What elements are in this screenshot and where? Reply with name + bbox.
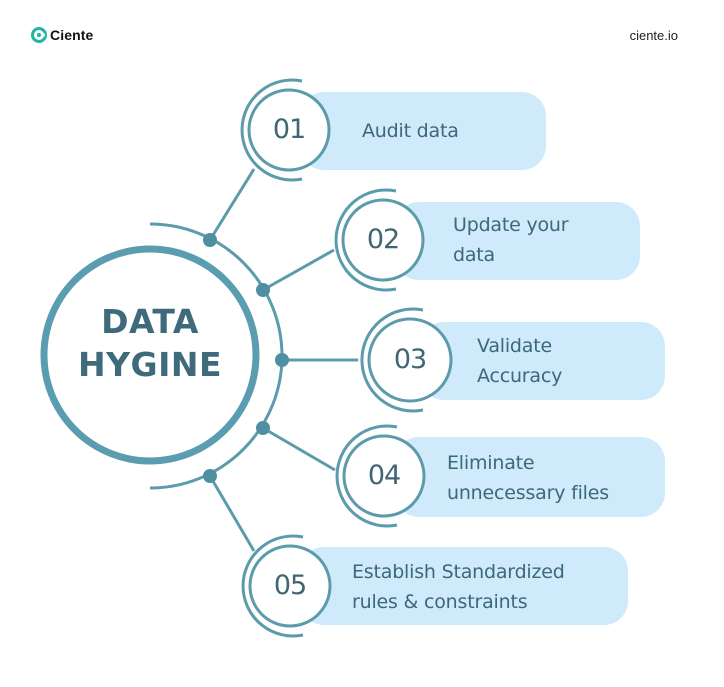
dot-04 bbox=[256, 421, 270, 435]
step-04-outer-ring bbox=[335, 424, 398, 528]
dot-02 bbox=[256, 283, 270, 297]
connector-01 bbox=[208, 168, 256, 241]
step-05-label: Establish Standardized rules & constrain… bbox=[352, 557, 565, 617]
step-01-label: Audit data bbox=[362, 116, 459, 146]
step-01-outer-ring bbox=[240, 78, 303, 182]
step-05-label-line2: rules & constraints bbox=[352, 591, 528, 613]
step-03-outer-ring bbox=[360, 307, 424, 413]
step-03-label-line1: Validate bbox=[477, 335, 552, 357]
step-04-number: 04 bbox=[367, 460, 401, 491]
hub-title-line2: HYGINE bbox=[77, 345, 223, 384]
dot-01 bbox=[203, 233, 217, 247]
step-05-pill bbox=[300, 547, 628, 625]
step-02-pill bbox=[395, 202, 640, 280]
step-02-number: 02 bbox=[366, 224, 400, 255]
step-03-number: 03 bbox=[393, 344, 427, 375]
dot-03 bbox=[275, 353, 289, 367]
step-01-inner-ring bbox=[247, 88, 331, 172]
step-04-pill bbox=[395, 437, 665, 517]
step-01-label-line1: Audit data bbox=[362, 120, 459, 142]
step-02-inner-ring bbox=[341, 198, 425, 282]
step-01-pill bbox=[300, 92, 546, 170]
connector-04 bbox=[262, 426, 336, 472]
step-04-label-line1: Eliminate bbox=[447, 452, 535, 474]
ciente-logo-icon bbox=[31, 27, 47, 43]
step-05-number: 05 bbox=[273, 570, 307, 601]
hub-ring bbox=[40, 245, 260, 465]
step-02-label: Update your data bbox=[453, 210, 569, 270]
site-url[interactable]: ciente.io bbox=[629, 28, 678, 43]
step-03-label: Validate Accuracy bbox=[477, 331, 562, 391]
step-04-label-line2: unnecessary files bbox=[447, 482, 609, 504]
connector-05 bbox=[208, 475, 256, 552]
dot-05 bbox=[203, 469, 217, 483]
step-04-inner-ring bbox=[342, 434, 426, 518]
step-03-pill bbox=[420, 322, 665, 400]
step-04-label: Eliminate unnecessary files bbox=[447, 448, 609, 508]
step-02-label-line1: Update your bbox=[453, 214, 569, 236]
step-03-inner-ring bbox=[367, 317, 453, 403]
hub-title: DATA HYGINE bbox=[44, 300, 256, 386]
step-05-inner-ring bbox=[248, 544, 332, 628]
brand-name: Ciente bbox=[50, 27, 94, 43]
step-01-number: 01 bbox=[272, 114, 306, 145]
connector-02 bbox=[262, 248, 335, 292]
hub-title-line1: DATA bbox=[101, 302, 199, 341]
step-02-label-line2: data bbox=[453, 244, 495, 266]
step-05-label-line1: Establish Standardized bbox=[352, 561, 565, 583]
step-02-outer-ring bbox=[334, 188, 397, 292]
step-05-outer-ring bbox=[241, 534, 304, 638]
step-03-label-line2: Accuracy bbox=[477, 365, 563, 387]
brand-logo[interactable]: Ciente bbox=[31, 27, 93, 43]
